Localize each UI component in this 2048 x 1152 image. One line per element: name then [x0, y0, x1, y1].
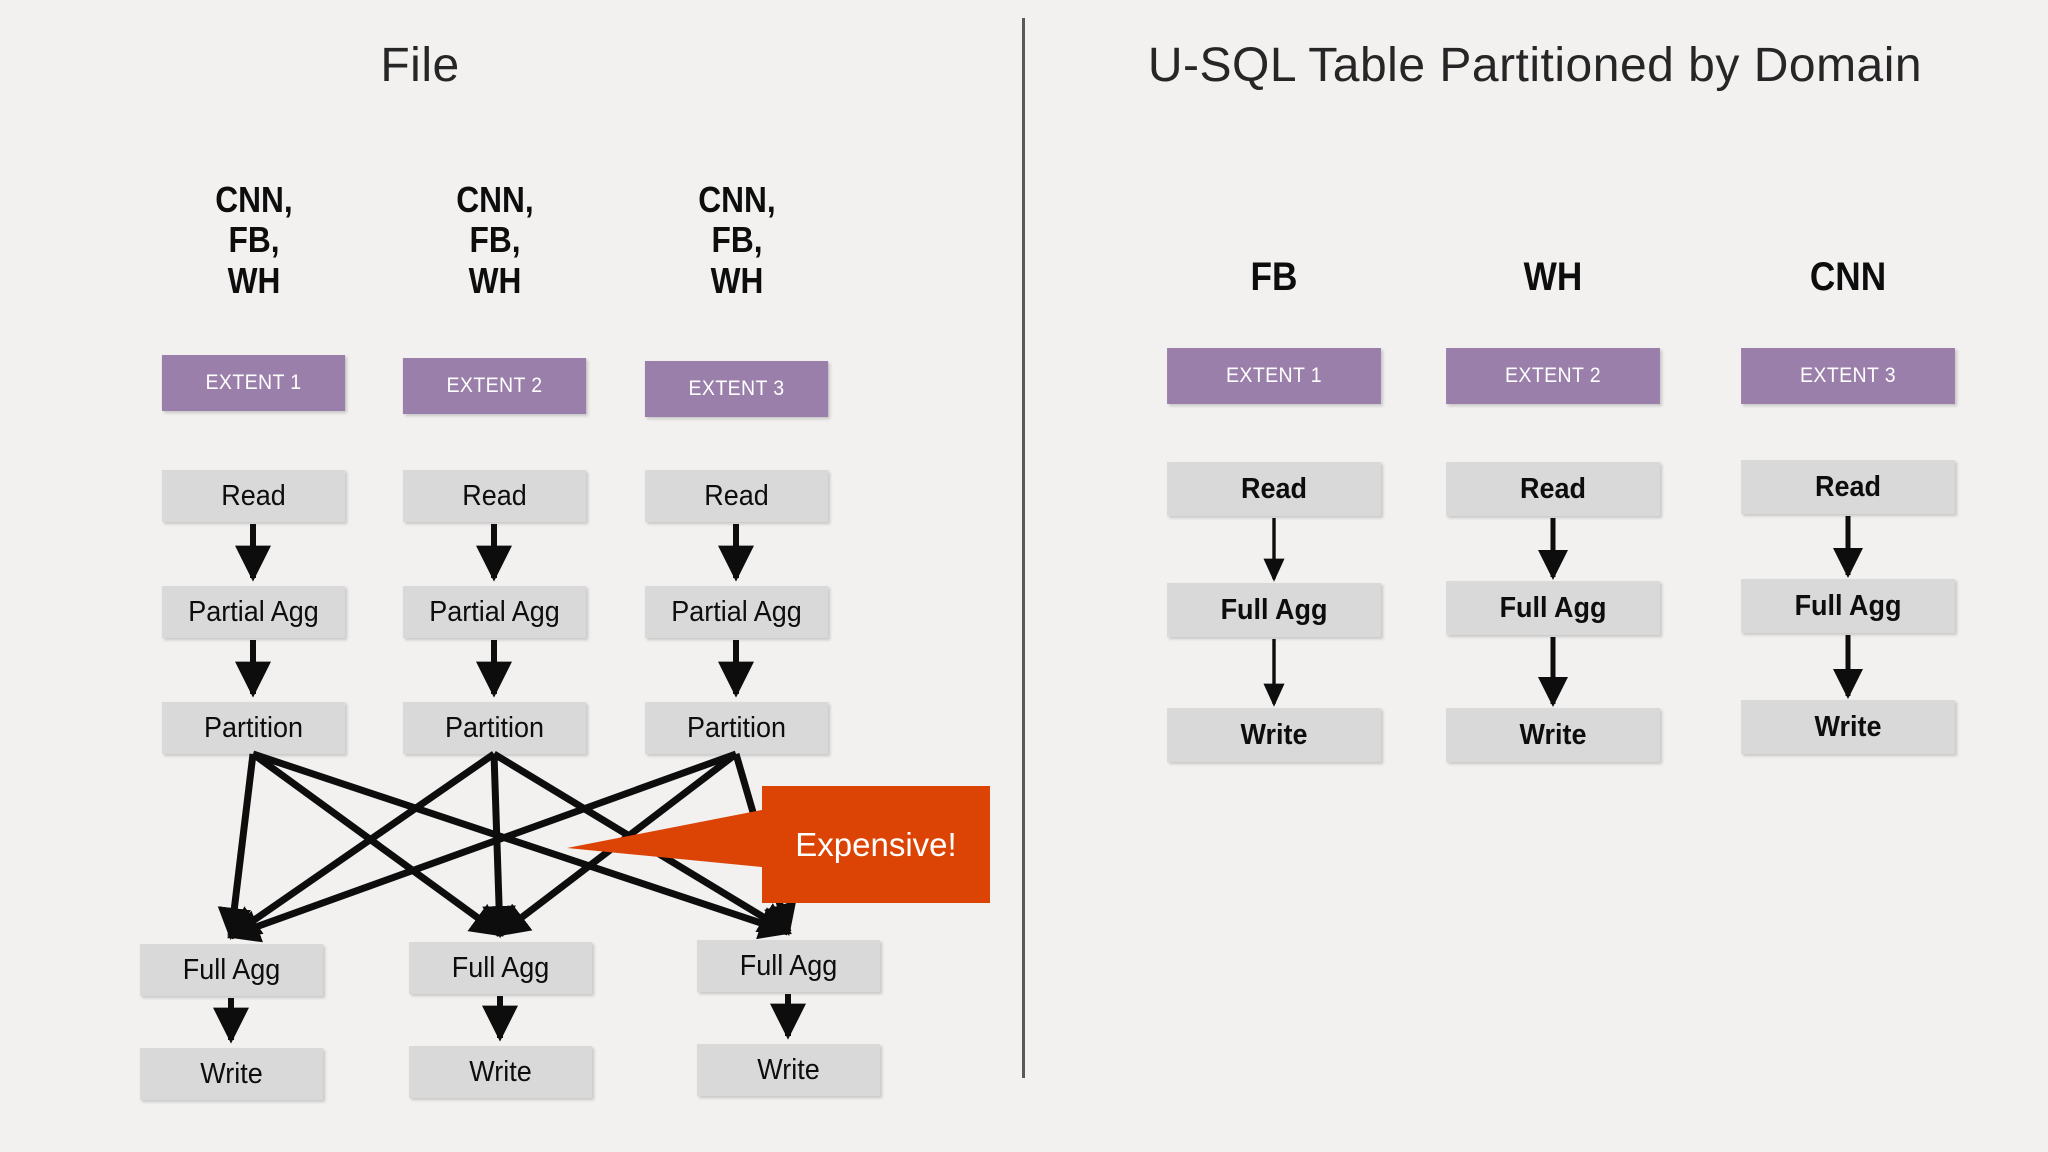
left-c1-step-read[interactable]: Read: [161, 470, 346, 522]
right-c1-step-write[interactable]: Write: [1167, 708, 1381, 762]
right-c2-step-full-agg[interactable]: Full Agg: [1446, 581, 1660, 635]
left-extent-3[interactable]: EXTENT 3: [644, 361, 829, 417]
right-panel-title: U-SQL Table Partitioned by Domain: [1147, 39, 1923, 92]
left-c3-step-read[interactable]: Read: [644, 470, 829, 522]
left-c1-step-full-agg[interactable]: Full Agg: [139, 944, 324, 996]
left-c2-step-partition[interactable]: Partition: [402, 702, 587, 754]
right-extent-1[interactable]: EXTENT 1: [1167, 348, 1381, 404]
left-c3-step-partition[interactable]: Partition: [644, 702, 829, 754]
left-column-header-2: CNN, FB, WH: [456, 179, 534, 301]
right-extent-2[interactable]: EXTENT 2: [1446, 348, 1660, 404]
right-c3-step-read[interactable]: Read: [1741, 460, 1955, 514]
right-column-header-2: WH: [1523, 255, 1583, 299]
panel-divider: [1022, 18, 1025, 1078]
left-c2-step-write[interactable]: Write: [408, 1046, 593, 1098]
right-c2-step-write[interactable]: Write: [1446, 708, 1660, 762]
right-c3-step-full-agg[interactable]: Full Agg: [1741, 579, 1955, 633]
right-c1-step-full-agg[interactable]: Full Agg: [1167, 583, 1381, 637]
left-extent-2[interactable]: EXTENT 2: [402, 358, 587, 414]
callout-tail-shape: [567, 808, 772, 868]
left-column-header-1: CNN, FB, WH: [215, 179, 293, 301]
left-c2-step-partial-agg[interactable]: Partial Agg: [402, 586, 587, 638]
right-c2-step-read[interactable]: Read: [1446, 462, 1660, 516]
right-column-header-3: CNN: [1809, 255, 1887, 299]
left-c1-step-partition[interactable]: Partition: [161, 702, 346, 754]
left-c2-step-full-agg[interactable]: Full Agg: [408, 942, 593, 994]
left-c3-step-partial-agg[interactable]: Partial Agg: [644, 586, 829, 638]
left-c1-step-write[interactable]: Write: [139, 1048, 324, 1100]
left-c2-step-read[interactable]: Read: [402, 470, 587, 522]
right-c1-step-read[interactable]: Read: [1167, 462, 1381, 516]
expensive-callout[interactable]: Expensive!: [762, 786, 990, 903]
left-c3-step-write[interactable]: Write: [696, 1044, 881, 1096]
left-column-header-3: CNN, FB, WH: [698, 179, 776, 301]
left-c3-step-full-agg[interactable]: Full Agg: [696, 940, 881, 992]
left-panel-title: File: [380, 39, 460, 92]
right-c3-step-write[interactable]: Write: [1741, 700, 1955, 754]
right-column-header-1: FB: [1250, 255, 1298, 299]
left-c1-step-partial-agg[interactable]: Partial Agg: [161, 586, 346, 638]
left-extent-1[interactable]: EXTENT 1: [161, 355, 346, 411]
right-extent-3[interactable]: EXTENT 3: [1741, 348, 1955, 404]
